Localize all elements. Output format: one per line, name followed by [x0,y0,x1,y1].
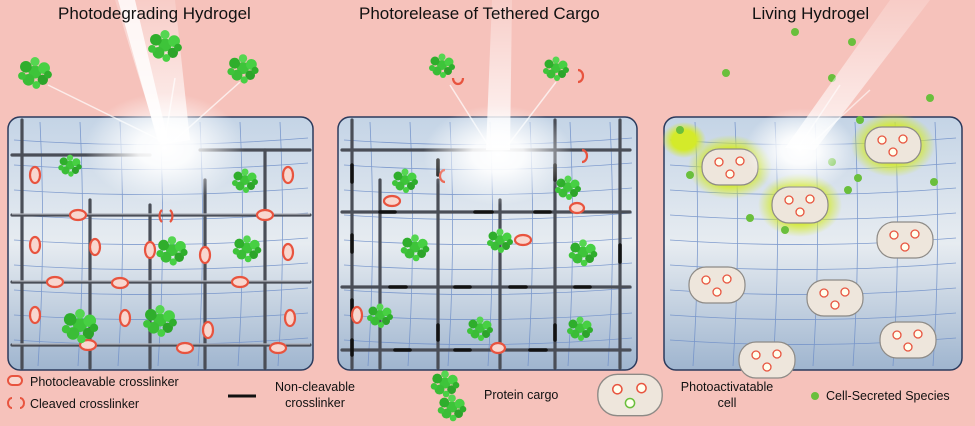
legend-protein-icon [430,370,467,422]
light-beam-middle [423,0,573,205]
left-cleaved-crosslinker [158,209,174,223]
legend-photoactivatable-label: Photoactivatable cell [672,379,782,411]
legend-cell-icon [597,373,663,417]
legend-photocleavable-icon [7,375,23,386]
legend-cleaved-label: Cleaved crosslinker [30,397,140,411]
legend-icons [7,370,819,422]
legend-noncleavable-label: Non-cleavable crosslinker [260,379,370,411]
legend-protein-label: Protein cargo [484,388,559,402]
legend-cleaved-icon [7,397,25,409]
legend-noncleavable-line1: Non-cleavable [275,380,355,394]
legend-secreted-label: Cell-Secreted Species [826,389,950,403]
panel-right-title: Living Hydrogel [752,4,870,23]
legend-photocleavable-label: Photocleavable crosslinker [30,375,179,389]
light-beam-right [745,0,930,192]
panel-left-title: Photodegrading Hydrogel [58,4,251,23]
released-cleaved-crosslinkers [451,68,585,86]
left-crosslinkers [28,165,297,355]
released-proteins [18,30,569,89]
middle-tethers [350,194,586,355]
legend-noncleavable-line2: crosslinker [285,396,345,410]
legend-secreted-icon [811,392,819,400]
legend-photoactivatable-line2: cell [717,396,737,410]
secreted-species [676,28,938,234]
panel-middle-title: Photorelease of Tethered Cargo [359,4,600,23]
legend-photoactivatable-line1: Photoactivatable [680,380,774,394]
